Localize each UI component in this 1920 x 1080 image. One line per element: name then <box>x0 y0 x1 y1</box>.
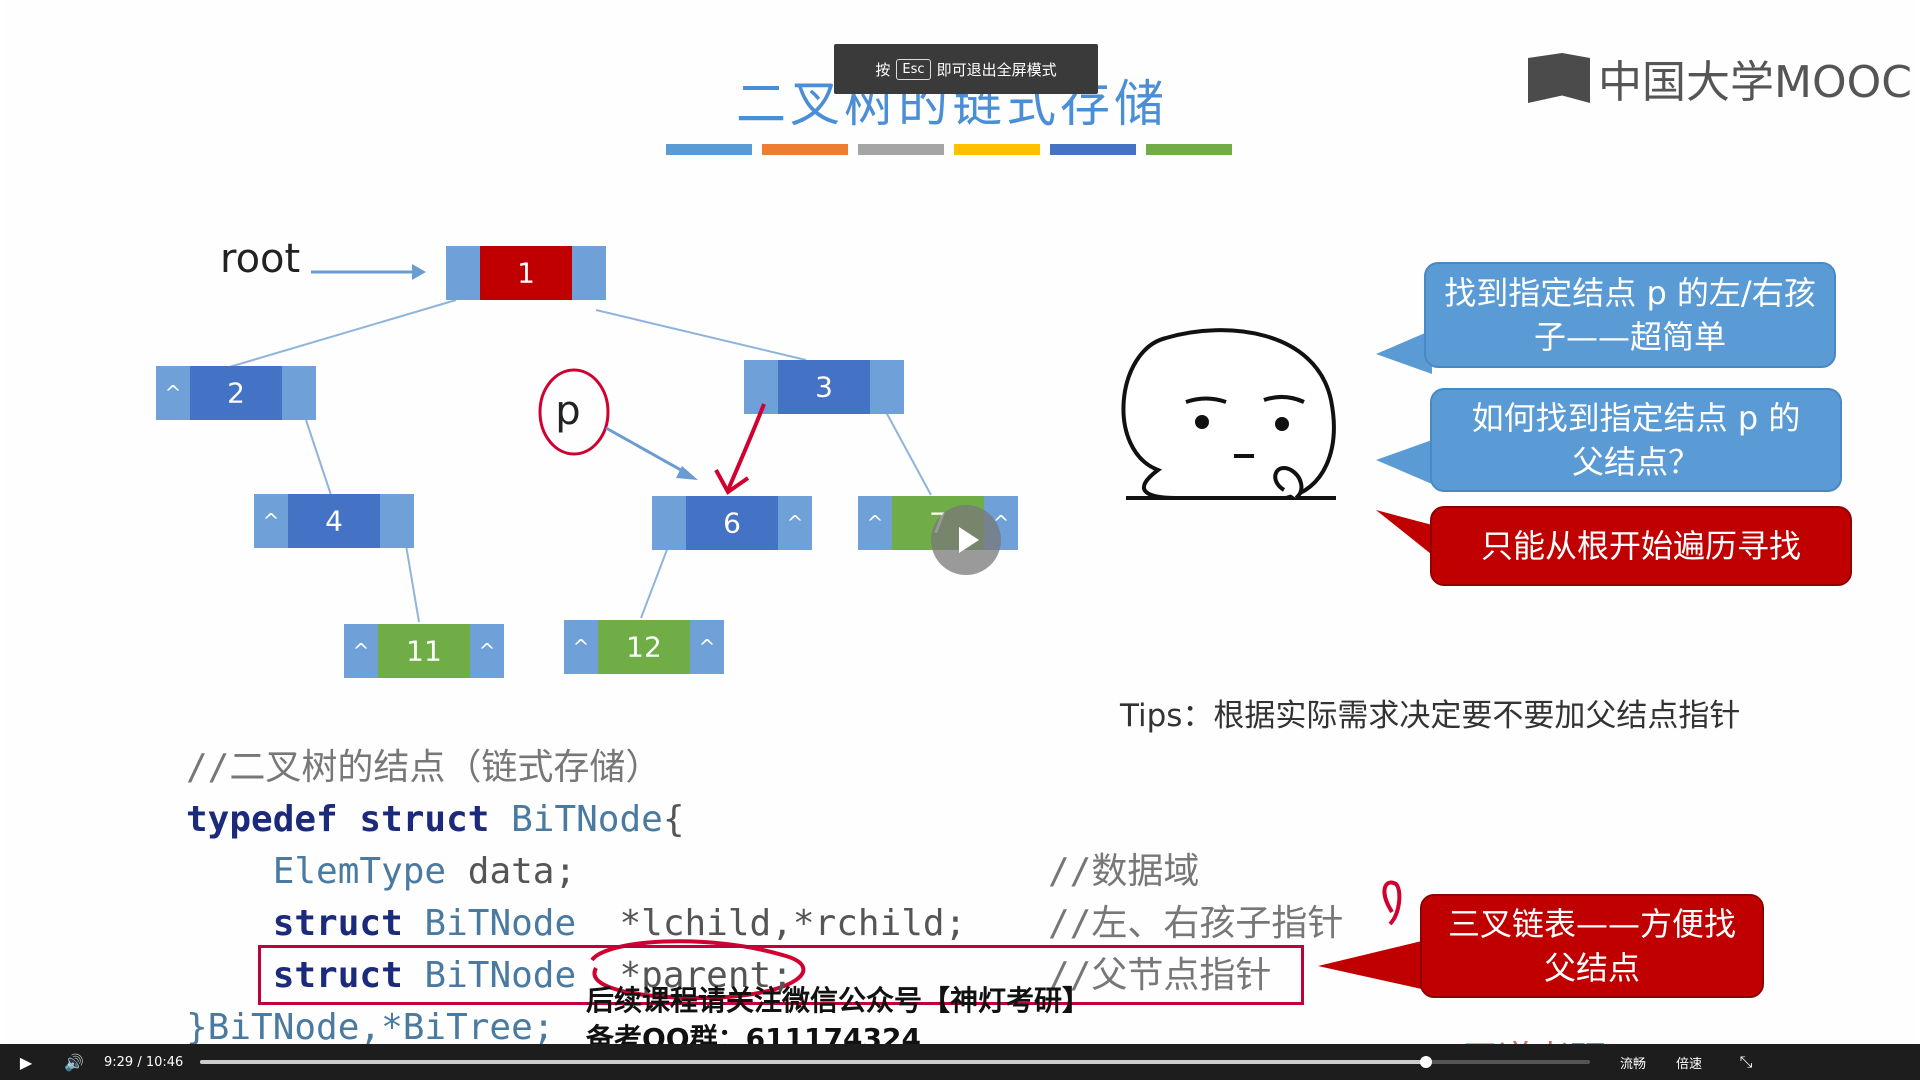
tree-node-3: 3 <box>744 360 904 414</box>
watermark: 王道考研/CSKAOYAN.COM <box>1462 1030 1906 1044</box>
node-4-left-null: ^ <box>263 509 280 533</box>
tree-node-2: ^ 2 <box>156 366 316 420</box>
code-type: BiTNode <box>489 799 663 840</box>
mooc-logo: 中国大学MOOC <box>1528 46 1912 110</box>
quality-button[interactable]: 流畅 <box>1620 1056 1647 1072</box>
root-label: root <box>220 236 300 282</box>
code-keyword: struct <box>186 903 403 944</box>
node-12-right-null: ^ <box>699 635 716 659</box>
node-2-left-null: ^ <box>165 381 182 405</box>
esc-tip-suffix: 即可退出全屏模式 <box>936 60 1057 79</box>
stripe-segment <box>954 144 1040 155</box>
node-11-label: 11 <box>406 635 442 668</box>
code-line-end: }BiTNode,*BiTree; <box>186 1002 966 1044</box>
edge-2-4 <box>305 419 332 496</box>
notice-qq-group: 备考QQ群：611174324 <box>586 1022 921 1044</box>
bubble-find-child: 找到指定结点 p 的左/右孩子——超简单 <box>1424 262 1836 368</box>
tree-node-4: ^ 4 <box>254 494 414 548</box>
code-line-data: ElemType data; //数据域 <box>186 846 1200 898</box>
mooc-logo-text: 中国大学MOOC <box>1598 57 1912 108</box>
esc-key-label: Esc <box>896 58 931 80</box>
bubble-triple-linked-list: 三叉链表——方便找父结点 <box>1420 894 1764 998</box>
node-12-left-null: ^ <box>573 635 590 659</box>
node-3-label: 3 <box>815 371 833 404</box>
code-plain: { <box>662 799 685 840</box>
tree-node-12: ^ ^ 12 <box>564 620 724 674</box>
binary-tree-diagram: root 1 ^ 2 3 ^ 4 <box>156 236 1831 1001</box>
code-comment: //数据域 <box>1048 851 1200 892</box>
progress-fill <box>200 1060 1426 1064</box>
video-control-bar: ▶ 🔊 9:29 / 10:46 流畅 倍速 ⤡ <box>0 1044 1920 1080</box>
exit-fullscreen-icon[interactable]: ⤡ <box>1739 1052 1753 1071</box>
edge-3-7 <box>885 411 932 496</box>
progress-bar[interactable] <box>200 1056 1590 1068</box>
handwritten-red-arrow <box>726 403 766 491</box>
node-11-left-null: ^ <box>353 639 370 663</box>
bubble-pointers <box>1318 330 1436 990</box>
node-1-data <box>480 246 572 300</box>
speed-button[interactable]: 倍速 <box>1676 1056 1703 1072</box>
parent-pointer-highlight-box <box>258 945 1304 1005</box>
code-line-parent: struct BiTNode *parent; //父节点指针 <box>186 950 1272 1002</box>
time-display: 9:29 / 10:46 <box>104 1054 184 1070</box>
p-label: p <box>555 388 580 434</box>
tree-node-11: ^ ^ 11 <box>344 624 504 678</box>
code-keyword: typedef struct <box>186 799 490 840</box>
code-plain: *lchild,*rchild; <box>576 903 967 944</box>
edge-4-11 <box>405 544 420 623</box>
node-4-label: 4 <box>325 505 343 538</box>
node-11-right-null: ^ <box>479 639 496 663</box>
tree-node-6: ^ 6 <box>652 496 812 550</box>
progress-knob[interactable] <box>1419 1056 1432 1068</box>
node-7-left-null: ^ <box>867 511 884 535</box>
center-play-button[interactable] <box>931 505 1001 575</box>
thinking-face-illustration <box>1121 328 1336 500</box>
root-arrow <box>311 264 426 280</box>
node-6-right-null: ^ <box>787 511 804 535</box>
p-circle-handwritten <box>538 368 610 456</box>
p-pointer-annotation: p <box>538 368 766 495</box>
code-line-typedef: typedef struct BiTNode{ <box>186 794 966 846</box>
code-keyword: struct <box>186 955 403 996</box>
volume-icon[interactable]: 🔊 <box>64 1052 84 1072</box>
node-6-label: 6 <box>723 507 741 540</box>
parent-circle-handwritten <box>590 939 806 1001</box>
notice-wechat: 后续课程请关注微信公众号【神灯考研】 <box>586 984 1091 1017</box>
node-2-label: 2 <box>227 377 245 410</box>
code-line-comment: //二叉树的结点（链式存储） <box>186 742 966 794</box>
stripe-segment <box>666 144 752 155</box>
code-type: BiTNode <box>402 903 577 944</box>
bubble-find-parent: 如何找到指定结点 p 的父结点？ <box>1430 388 1842 492</box>
edge-1-3 <box>595 309 807 361</box>
video-frame[interactable]: 二叉树的链式存储 按 Esc 即可退出全屏模式 中国大学MOOC root <box>6 0 1914 1044</box>
bubble-traverse-from-root: 只能从根开始遍历寻找 <box>1430 506 1852 586</box>
stripe-segment <box>858 144 944 155</box>
code-comment: //左、右孩子指针 <box>1048 903 1344 944</box>
fullscreen-exit-tip: 按 Esc 即可退出全屏模式 <box>834 44 1098 94</box>
code-type: BiTNode <box>402 955 577 996</box>
play-icon[interactable]: ▶ <box>19 1052 33 1072</box>
code-comment: //父节点指针 <box>1048 955 1272 996</box>
tips-text: Tips：根据实际需求决定要不要加父结点指针 <box>1120 698 1741 734</box>
code-line-children: struct BiTNode *lchild,*rchild; //左、右孩子指针 <box>186 898 1344 950</box>
tree-node-1: 1 <box>446 246 606 300</box>
node-1-label: 1 <box>517 257 535 290</box>
stripe-segment <box>762 144 848 155</box>
code-plain: }BiTNode,*BiTree; <box>186 1007 555 1044</box>
edge-6-12 <box>640 546 669 619</box>
code-type: ElemType <box>186 851 447 892</box>
stripe-segment <box>1050 144 1136 155</box>
course-notice: 后续课程请关注微信公众号【神灯考研】 备考QQ群：611174324 <box>586 982 1090 1044</box>
mooc-logo-icon <box>1528 53 1590 103</box>
code-plain: data; <box>446 851 577 892</box>
node-12-label: 12 <box>626 631 662 664</box>
stripe-segment <box>1146 144 1232 155</box>
edge-1-2 <box>225 299 457 369</box>
esc-tip-prefix: 按 <box>875 60 891 79</box>
p-arrow <box>605 426 689 476</box>
code-plain: *parent; <box>576 955 793 996</box>
code-comment: //二叉树的结点（链式存储） <box>186 747 662 788</box>
code-block: //二叉树的结点（链式存储）typedef struct BiTNode{ El… <box>186 742 1344 1044</box>
